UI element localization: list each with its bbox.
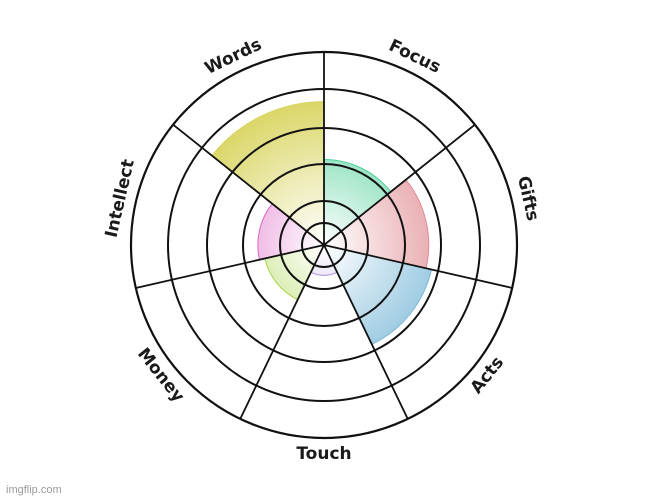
wedge-money [264,244,325,301]
wedge-words [211,101,325,247]
label-gifts: Gifts [513,174,543,223]
label-acts: Acts [467,353,509,398]
wedge-gifts [322,178,430,269]
watermark-text: imgflip.com [6,484,62,496]
wedges-layer [211,101,433,346]
grid-spoke [323,244,513,289]
grid-spoke [135,244,325,289]
grid-spoke [239,244,325,420]
label-focus: Focus [386,36,444,78]
wedge-intellect [257,203,326,261]
grid-spoke [172,123,325,246]
label-words: Words [202,35,265,79]
grid-spoke [323,123,476,246]
label-intellect: Intellect [102,158,139,240]
grid-layer [129,50,519,440]
grid-spoke [323,244,409,420]
label-touch: Touch [296,444,351,464]
label-money: Money [133,344,188,406]
wedge-acts [323,244,433,346]
